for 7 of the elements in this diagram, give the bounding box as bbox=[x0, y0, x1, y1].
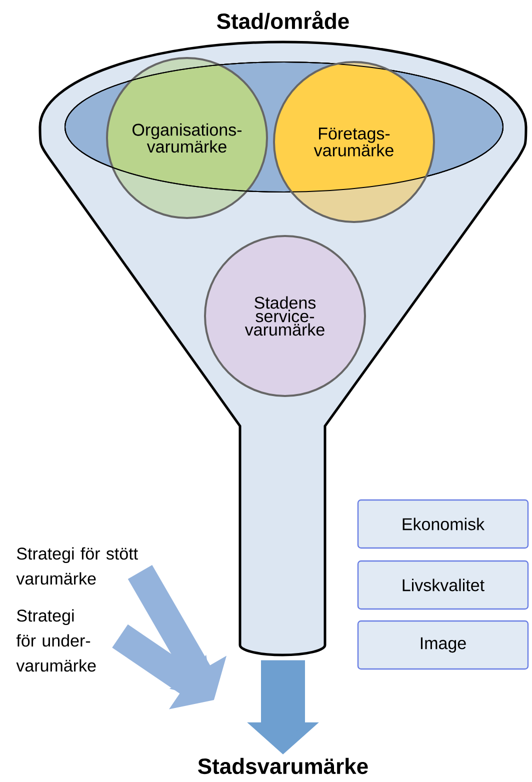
category-box: Ekonomisk bbox=[357, 499, 529, 549]
strategy-text: Strategi för stött varumärke bbox=[16, 547, 138, 585]
category-box: Image bbox=[357, 620, 529, 670]
category-box: Livskvalitet bbox=[357, 560, 529, 610]
result-heading: Stadsvarumärke bbox=[198, 758, 368, 774]
funnel-heading: Stad/område bbox=[217, 10, 349, 30]
strategy-text: Strategi för under- varumärke bbox=[16, 609, 96, 672]
